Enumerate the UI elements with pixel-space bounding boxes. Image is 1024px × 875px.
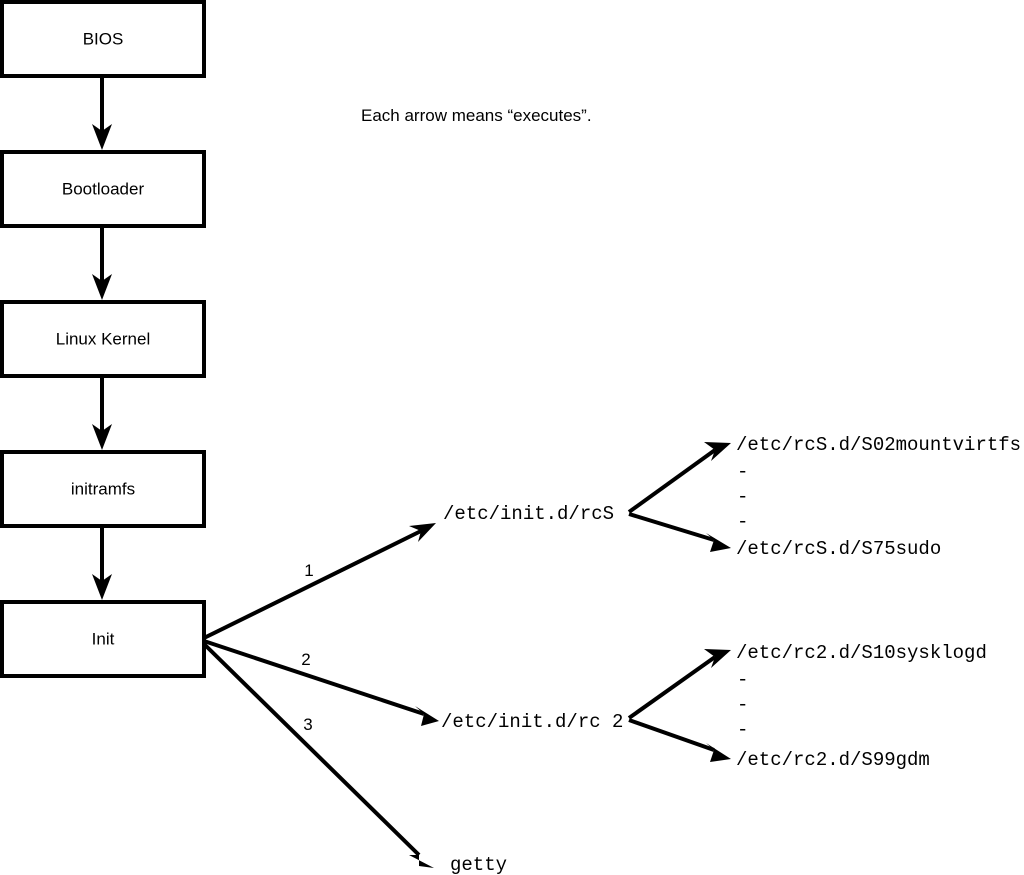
edge-bootloader-to-kernel [92,226,112,300]
edge-label-3: 3 [303,715,312,734]
node-init[interactable]: Init [0,600,206,678]
node-linux-kernel-label: Linux Kernel [56,329,151,348]
caption-text: Each arrow means “executes”. [361,106,592,125]
node-linux-kernel-box[interactable] [0,300,206,378]
script-rcS-first-label: /etc/rcS.d/S02mountvirtfs [736,434,1021,456]
node-rc2-label: /etc/init.d/rc 2 [441,711,623,733]
node-bootloader[interactable]: Bootloader [0,150,206,228]
ellipsis-dash-rcS-3: - [737,511,748,533]
arrow-head-icon [92,124,112,150]
node-init-label: Init [92,629,115,648]
edge-init-to-getty [202,642,434,868]
edge-kernel-to-initramfs [92,376,112,450]
node-bootloader-box[interactable] [0,150,206,228]
node-init-box[interactable] [0,600,206,678]
node-linux-kernel[interactable]: Linux Kernel [0,300,206,378]
ellipsis-dash-rcS-2: - [737,486,748,508]
edge-label-2: 2 [301,650,310,669]
arrow-head-icon [92,274,112,300]
ellipsis-dash-rc2-3: - [737,719,748,741]
edge-rc2-to-first-script [627,649,731,720]
node-bios[interactable]: BIOS [0,0,206,78]
edge-init-to-rcS [203,523,436,640]
arrow-head-icon [92,424,112,450]
script-rc2-last-label: /etc/rc2.d/S99gdm [736,749,930,771]
node-bootloader-label: Bootloader [62,179,145,198]
arrow-head-icon [409,523,436,542]
edge-initramfs-to-init [92,526,112,600]
arrow-head-icon [706,743,731,762]
arrow-head-icon [706,533,731,552]
ellipsis-dash-rc2-1: - [737,669,748,691]
node-initramfs-label: initramfs [71,479,135,498]
arrow-head-icon [409,855,434,868]
node-initramfs[interactable]: initramfs [0,450,206,528]
script-rc2-first-label: /etc/rc2.d/S10sysklogd [736,642,987,664]
arrow-head-icon [704,649,731,668]
script-rcS-last-label: /etc/rcS.d/S75sudo [736,538,941,560]
node-initramfs-box[interactable] [0,450,206,528]
edge-rc2-to-last-script [628,718,731,762]
node-bios-box[interactable] [0,0,206,78]
arrow-head-icon [704,442,731,461]
edge-bios-to-bootloader [92,76,112,150]
node-rcS-label: /etc/init.d/rcS [443,503,614,525]
edge-init-to-rc2 [203,639,439,726]
ellipsis-dash-rcS-1: - [737,461,748,483]
edge-label-1: 1 [304,561,313,580]
node-getty-label: getty [450,854,507,875]
edge-rcS-to-first-script [627,442,731,514]
arrow-head-icon [415,706,439,726]
arrow-head-icon [92,574,112,600]
node-bios-label: BIOS [83,29,124,48]
ellipsis-dash-rc2-2: - [737,694,748,716]
edge-rcS-to-last-script [628,512,731,552]
